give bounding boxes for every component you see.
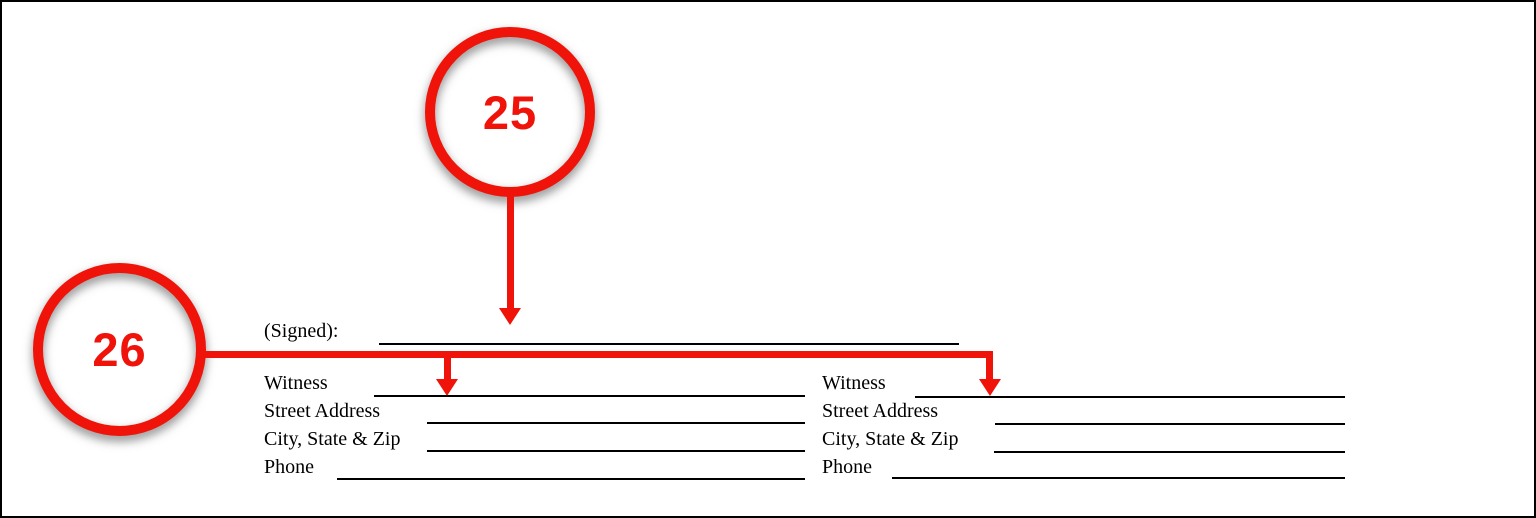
street-address-label-right: Street Address xyxy=(822,400,939,422)
phone-field-left[interactable] xyxy=(337,478,805,480)
phone-label-left: Phone xyxy=(264,456,314,478)
down-arrow-icon xyxy=(979,379,1001,396)
city-state-zip-field-right[interactable] xyxy=(994,451,1345,453)
callout-26-circle-icon xyxy=(33,263,206,436)
callout-26-connector-line xyxy=(204,351,993,358)
street-address-label-left: Street Address xyxy=(264,400,381,422)
callout-26-branch-right xyxy=(986,354,993,379)
callout-26-branch-left xyxy=(444,354,451,379)
callout-25-connector-line xyxy=(507,192,514,308)
phone-field-right[interactable] xyxy=(892,477,1345,479)
witness-signature-field-right[interactable] xyxy=(915,396,1345,398)
down-arrow-icon xyxy=(499,308,521,325)
callout-25-number: 25 xyxy=(482,85,538,139)
witness-label-left: Witness xyxy=(264,372,328,394)
street-address-field-right[interactable] xyxy=(995,423,1345,425)
phone-label-right: Phone xyxy=(822,456,872,478)
witness-label-right: Witness xyxy=(822,372,886,394)
down-arrow-icon xyxy=(436,379,458,396)
callout-26-number: 26 xyxy=(92,323,147,376)
callout-25: 25 xyxy=(425,27,595,197)
city-state-zip-label-right: City, State & Zip xyxy=(822,428,959,450)
city-state-zip-label-left: City, State & Zip xyxy=(264,428,401,450)
signed-label: (Signed): xyxy=(264,320,339,342)
callout-26: 26 xyxy=(33,263,206,436)
signed-signature-field[interactable] xyxy=(379,343,959,345)
street-address-field-left[interactable] xyxy=(427,422,805,424)
city-state-zip-field-left[interactable] xyxy=(427,450,805,452)
witness-signature-field-left[interactable] xyxy=(374,395,805,397)
